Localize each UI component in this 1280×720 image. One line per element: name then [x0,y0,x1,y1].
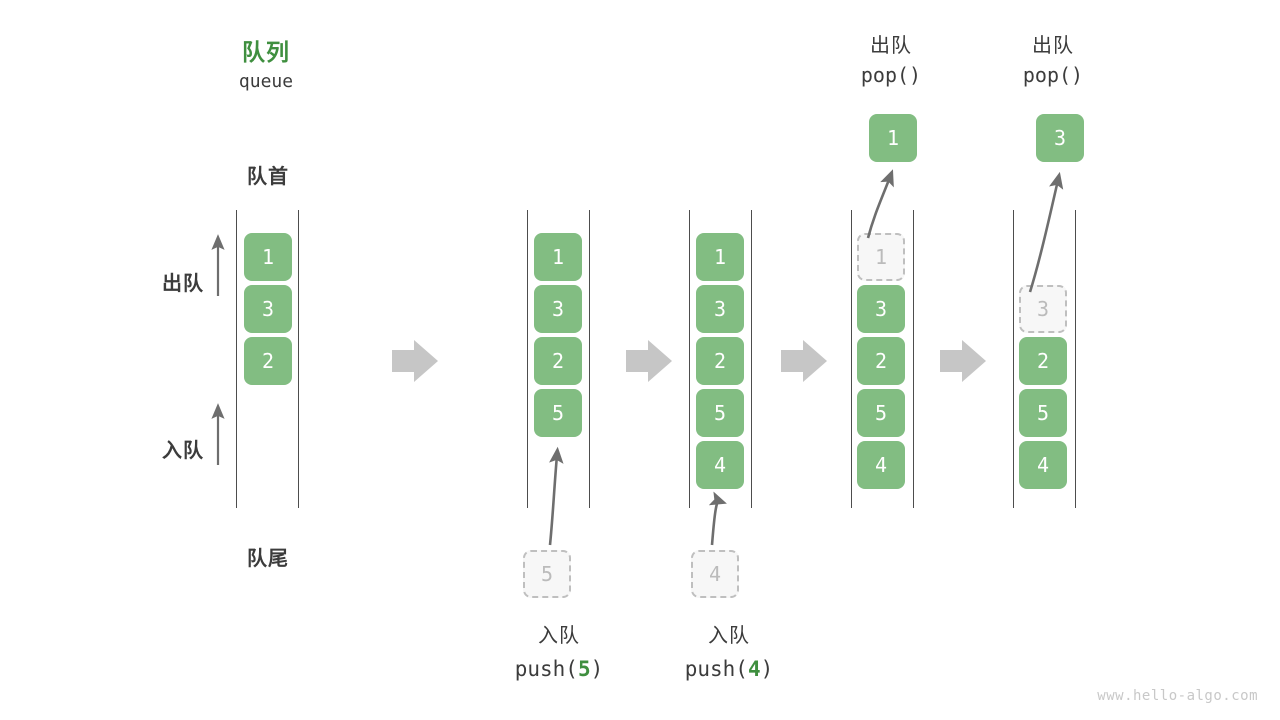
popped-cell: 1 [869,114,917,162]
column-header-pop-1: 出队 pop() [811,30,971,90]
footer-label-cn: 入队 [708,623,750,647]
page-title-en: queue [238,71,294,92]
rail-right-col2 [751,210,752,508]
step-arrow-icon [781,340,827,382]
rail-left-col4 [1013,210,1014,508]
footer-label-fn: push(5) [459,652,659,686]
page-title-cn: 队列 [242,40,290,66]
fn-suffix: ) [590,657,604,681]
queue-cell: 1 [534,233,582,281]
header-label-cn: 出队 [870,33,912,57]
fn-suffix: ) [760,657,774,681]
queue-cell: 3 [244,285,292,333]
queue-cell: 3 [857,285,905,333]
rail-left-col0 [236,210,237,508]
queue-cell: 3 [534,285,582,333]
rail-right-col1 [589,210,590,508]
column-header-pop-3: 出队 pop() [973,30,1133,90]
rail-left-col3 [851,210,852,508]
queue-head-label: 队首 [247,164,289,188]
footer-label-cn: 入队 [538,623,580,647]
enqueue-direction-label: 入队 [162,438,204,462]
header-label-fn: pop() [860,63,922,87]
queue-cell: 2 [696,337,744,385]
outgoing-ghost-cell: 1 [857,233,905,281]
fn-prefix: push( [684,657,748,681]
outgoing-ghost-cell: 3 [1019,285,1067,333]
queue-cell: 3 [696,285,744,333]
rail-right-col4 [1075,210,1076,508]
watermark: www.hello-algo.com [1097,688,1258,704]
popped-cell: 3 [1036,114,1084,162]
push-4-arrow-icon [708,491,727,546]
pop-1-arrow-icon [866,169,894,239]
rail-left-col1 [527,210,528,508]
dequeue-direction-label: 出队 [162,271,204,295]
column-footer-push-4: 入队 push(4) [629,618,829,686]
rail-left-col2 [689,210,690,508]
step-arrow-icon [940,340,986,382]
queue-cell: 5 [857,389,905,437]
step-arrow-icon [392,340,438,382]
queue-tail-label: 队尾 [247,546,289,570]
fn-arg: 5 [577,657,591,681]
footer-label-fn: push(4) [629,652,829,686]
column-footer-push-5: 入队 push(5) [459,618,659,686]
rail-right-col0 [298,210,299,508]
queue-cell: 2 [534,337,582,385]
queue-cell: 5 [696,389,744,437]
header-label-cn: 出队 [1032,33,1074,57]
step-arrow-icon [626,340,672,382]
queue-cell: 2 [244,337,292,385]
queue-cell: 1 [696,233,744,281]
queue-cell: 1 [244,233,292,281]
incoming-ghost-cell: 5 [523,550,571,598]
queue-cell: 4 [696,441,744,489]
queue-cell: 2 [857,337,905,385]
queue-cell: 5 [534,389,582,437]
incoming-ghost-cell: 4 [691,550,739,598]
pop-3-arrow-icon [1028,171,1064,293]
header-label-fn: pop() [1022,63,1084,87]
queue-cell: 5 [1019,389,1067,437]
queue-cell: 2 [1019,337,1067,385]
push-5-arrow-icon [548,446,564,546]
rail-right-col3 [913,210,914,508]
queue-cell: 4 [1019,441,1067,489]
fn-prefix: push( [514,657,578,681]
queue-cell: 4 [857,441,905,489]
fn-arg: 4 [747,657,761,681]
